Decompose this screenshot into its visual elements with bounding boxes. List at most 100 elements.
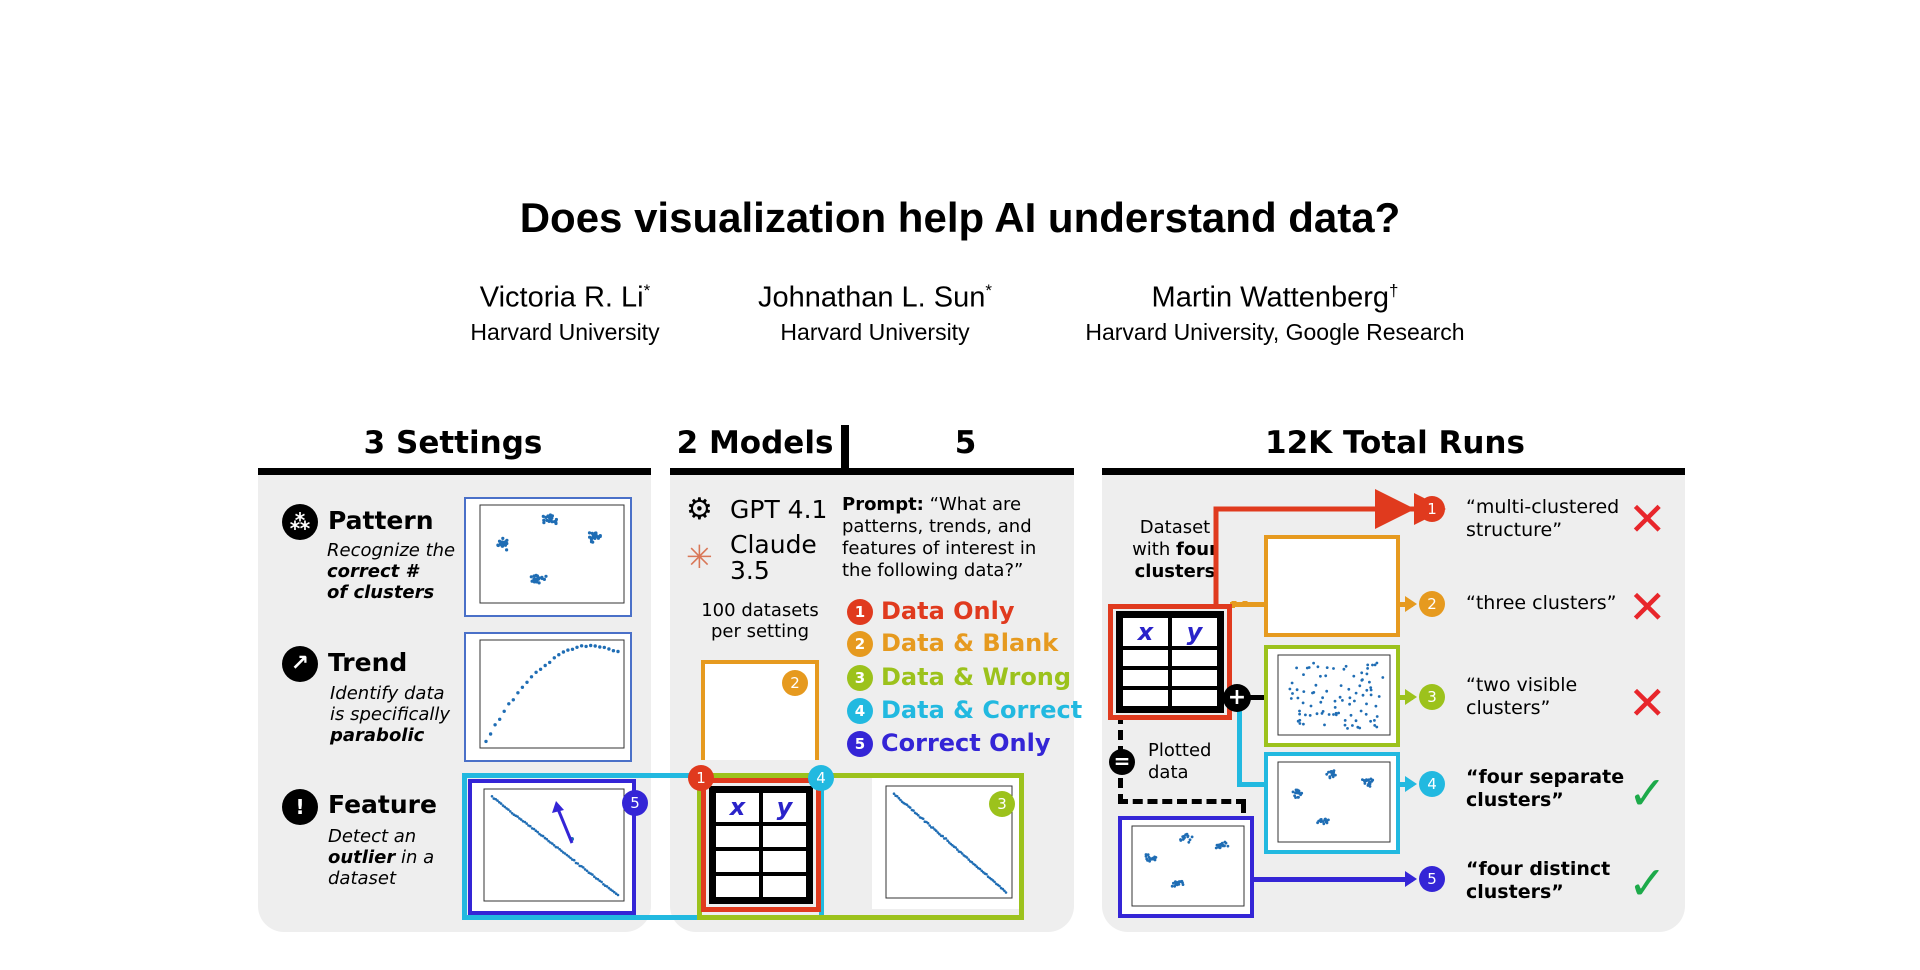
scatter-point <box>1295 688 1299 692</box>
scatter-point <box>1368 680 1371 684</box>
scatter-point <box>1354 691 1358 695</box>
runs-table-header-y: y <box>1170 616 1219 648</box>
scatter-point <box>585 869 589 873</box>
scatter-point <box>1179 839 1183 842</box>
section-heading-settings: 3 Settings <box>363 425 543 461</box>
table-cell <box>1170 667 1219 688</box>
scatter-point <box>1367 782 1370 786</box>
scatter-point <box>1348 696 1352 700</box>
scatter-point <box>607 647 611 651</box>
scatter-point <box>1295 666 1298 670</box>
setting-title-trend: Trend <box>328 648 408 677</box>
runs-plotted-card <box>1118 816 1254 918</box>
scatter-point <box>607 886 611 890</box>
scatter-point <box>587 531 592 535</box>
scatter-point <box>490 795 494 798</box>
equals-icon: = <box>1109 749 1135 775</box>
openai-icon: ⚙ <box>686 492 713 527</box>
scatter-point <box>498 801 501 804</box>
scatter-point <box>502 709 506 713</box>
scatter-point <box>1368 780 1371 784</box>
scatter-point <box>1003 889 1006 893</box>
scatter-point <box>565 853 569 857</box>
scatter-point <box>605 885 609 888</box>
scatter-point <box>1365 688 1369 692</box>
scatter-point <box>1349 713 1353 717</box>
scatter-point <box>1334 773 1337 777</box>
scatter-point <box>1369 719 1372 723</box>
scatter-point <box>1317 819 1321 823</box>
scatter-point <box>575 645 579 649</box>
scatter-point <box>1341 699 1344 702</box>
scatter-point <box>501 536 505 540</box>
scatter-point <box>589 537 593 541</box>
scatter-point <box>978 867 982 871</box>
answer-text-2: “three clusters” <box>1466 592 1617 614</box>
scatter-point <box>1333 699 1337 703</box>
scatter-point <box>973 863 977 867</box>
orange-connector-d <box>1395 602 1413 607</box>
scatter-point <box>1354 719 1358 723</box>
scatter-point <box>1358 726 1362 730</box>
scatter-point <box>576 862 580 865</box>
feature-scatter-plot <box>468 779 636 915</box>
green-arrowhead <box>1405 689 1417 705</box>
scatter-point <box>1319 819 1323 823</box>
scatter-point <box>544 574 548 578</box>
setting-desc-pattern: Recognize the correct # of clusters <box>327 540 456 603</box>
badge-correct-only: 5 <box>622 790 648 816</box>
scatter-point <box>579 644 584 648</box>
scatter-point <box>1343 719 1347 722</box>
scatter-point <box>1358 684 1362 688</box>
scatter-point <box>1327 770 1330 774</box>
scatter-point <box>1302 722 1305 726</box>
scatter-point <box>529 824 532 828</box>
scatter-point <box>543 663 547 668</box>
scatter-point <box>535 574 539 578</box>
scatter-point <box>912 809 915 812</box>
scatter-point <box>1316 665 1320 669</box>
scatter-point <box>501 804 505 807</box>
scatter-point <box>1321 710 1325 713</box>
author-name: Johnathan L. Sun* <box>758 281 992 314</box>
scatter-point <box>1319 700 1323 704</box>
scatter-point <box>1332 713 1335 716</box>
scatter-point <box>1360 678 1364 682</box>
scatter-point <box>1296 719 1300 723</box>
scatter-point <box>1312 661 1315 665</box>
scatter-point <box>1323 723 1326 727</box>
answer-badge-5: 5 <box>1419 866 1445 892</box>
scatter-point <box>1183 836 1186 839</box>
scatter-point <box>523 820 527 824</box>
wrong-icon: ✕ <box>1628 580 1667 634</box>
scatter-point <box>1325 666 1329 669</box>
scatter-point <box>498 717 502 721</box>
scatter-point <box>550 514 554 518</box>
scatter-point <box>917 814 920 817</box>
scatter-point <box>1226 844 1230 848</box>
scatter-point <box>496 543 500 548</box>
scatter-point <box>1348 702 1351 706</box>
runs-data-table: x y <box>1116 611 1224 713</box>
scatter-point <box>1290 681 1294 685</box>
check-icon: ✓ <box>1628 766 1667 820</box>
scatter-point <box>1188 838 1192 842</box>
badge-data-correct: 4 <box>808 765 834 791</box>
scatter-point <box>570 647 575 651</box>
scatter-point <box>544 515 548 519</box>
table-cell <box>1121 648 1170 668</box>
settings-rule <box>258 468 651 475</box>
scatter-point <box>1190 835 1194 839</box>
scatter-point <box>594 533 598 537</box>
check-icon: ✓ <box>1628 856 1667 910</box>
scatter-point <box>593 644 597 648</box>
scatter-point <box>598 534 602 538</box>
scatter-point <box>552 656 556 660</box>
scatter-point <box>1315 712 1319 716</box>
trend-scatter-svg <box>479 639 625 749</box>
scatter-point <box>538 832 541 836</box>
scatter-point <box>1373 719 1376 722</box>
pattern-icon: ⁂ <box>282 504 318 540</box>
scatter-point <box>1339 684 1343 687</box>
